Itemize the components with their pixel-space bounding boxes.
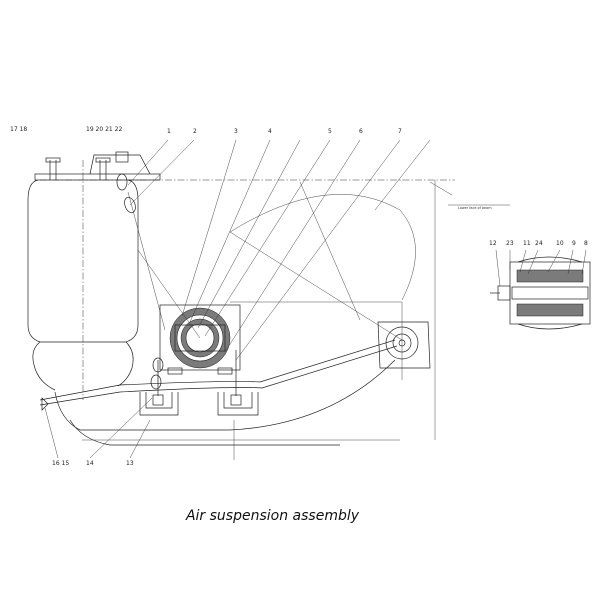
label-7: 7: [398, 128, 402, 135]
label-14: 14: [86, 460, 94, 467]
label-lower-face-of-beam: Lower face of beam: [458, 206, 492, 210]
u-bolt-right: [217, 350, 259, 416]
label-8: 8: [584, 240, 588, 247]
top-support-bracket: [34, 151, 161, 181]
label-5: 5: [328, 128, 332, 135]
bushing-detail: [490, 249, 591, 330]
u-bolt-left: [139, 357, 179, 416]
label-23: 23: [506, 240, 514, 247]
leader-lines: [44, 139, 510, 459]
label-10: 10: [556, 240, 564, 247]
figure-caption: Air suspension assembly: [185, 508, 360, 524]
label-11: 11: [523, 240, 531, 247]
label-1: 1: [167, 128, 171, 135]
label-13: 13: [126, 460, 134, 467]
air-spring-bellows: [27, 160, 139, 400]
label-16-15: 16 15: [52, 460, 69, 467]
label-2: 2: [193, 128, 197, 135]
label-3: 3: [234, 128, 238, 135]
label-17-18: 17 18: [10, 126, 27, 133]
label-4: 4: [268, 128, 272, 135]
front-pivot-eye: [230, 301, 431, 380]
label-6: 6: [359, 128, 363, 135]
label-24: 24: [535, 240, 543, 247]
swing-radius: [229, 231, 403, 341]
label-19-22: 19 20 21 22: [86, 126, 122, 133]
upper-shackle-chain: [116, 173, 166, 331]
swing-arc: [229, 194, 416, 301]
label-9: 9: [572, 240, 576, 247]
trailing-arm: [39, 339, 398, 446]
label-12: 12: [489, 240, 497, 247]
axle-clamp: [159, 304, 241, 375]
